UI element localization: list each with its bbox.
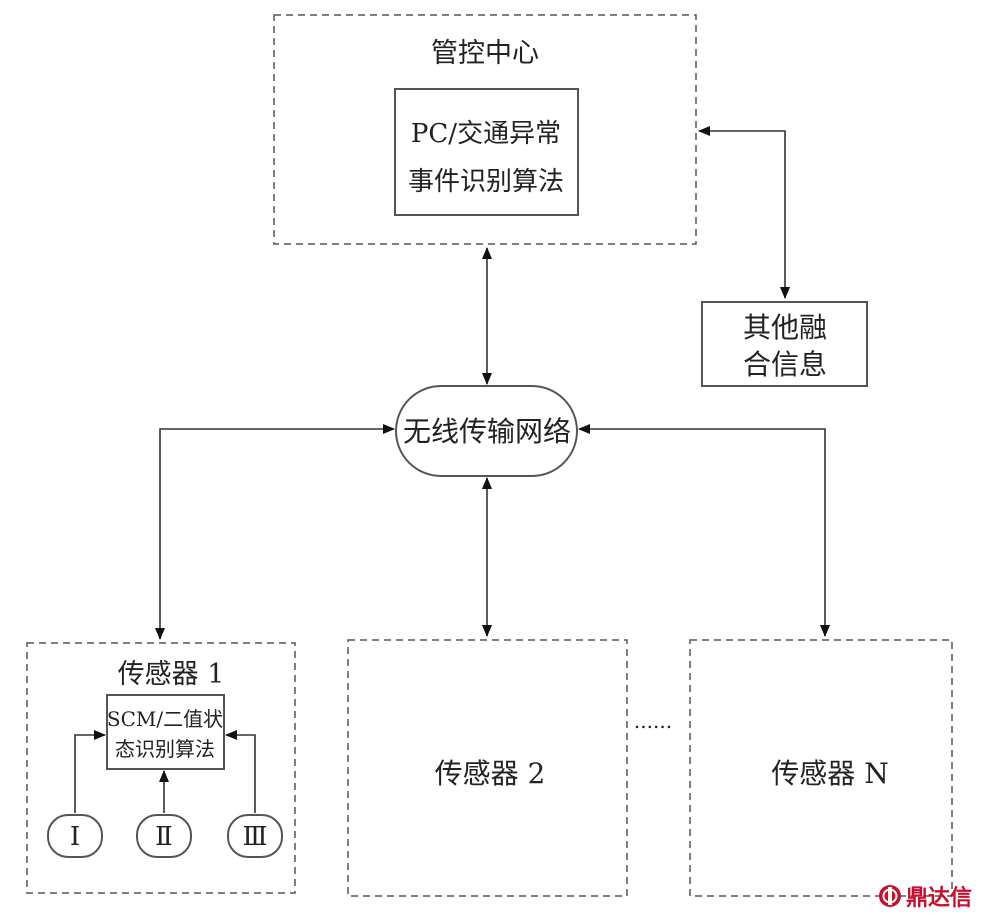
pc-algorithm-label-line2: 事件识别算法 [408,167,564,197]
input-iii-link [225,730,256,813]
sensor-ellipsis: ...... [634,709,672,733]
wireless-network-node[interactable]: 无线传输网络 [395,385,578,477]
sensor-1-boundary [26,642,296,894]
scm-algorithm-label-line2: 态识别算法 [115,737,215,761]
input-i-link [74,730,106,813]
watermark: 鼎达信 [879,885,972,911]
fusion-info-box [701,301,868,387]
control-center-boundary [273,14,697,245]
ddx-logo-icon [879,885,901,907]
scm-algorithm-box[interactable] [106,694,225,770]
sensor-2-node[interactable]: 传感器 2 [347,639,628,897]
wireless-network-label: 无线传输网络 [403,415,571,448]
sensor-1-node[interactable]: 传感器 1 SCM/二值状 态识别算法 Ⅰ Ⅱ Ⅲ [26,642,296,894]
sensor-2-boundary [347,639,628,897]
control-center-title: 管控中心 [431,38,539,69]
scm-algorithm-label-line1: SCM/二值状 [107,707,223,731]
wireless-network-pill [395,385,578,477]
pc-algorithm-label-line1: PC/交通异常 [411,119,561,149]
watermark-text: 鼎达信 [906,885,972,911]
pc-algorithm-box[interactable] [394,88,579,216]
fusion-info-label-line2: 合信息 [743,348,827,381]
sensor-1-title: 传感器 1 [118,659,225,690]
input-ii-terminal[interactable] [136,814,192,858]
input-ii-label: Ⅱ [155,822,173,852]
sensor-2-title: 传感器 2 [435,757,546,790]
sensor-n-boundary [689,639,953,897]
network-sensor-1-link [155,424,395,640]
input-i-label: Ⅰ [70,822,80,852]
network-sensor-n-link [578,424,830,637]
fusion-info-label-line1: 其他融 [743,311,827,344]
control-fusion-link [698,126,790,299]
fusion-info-node[interactable]: 其他融 合信息 [701,301,868,387]
input-iii-label: Ⅲ [242,822,267,852]
input-iii-terminal[interactable] [227,814,283,858]
control-center-node[interactable]: 管控中心 PC/交通异常 事件识别算法 [273,14,697,245]
input-i-terminal[interactable] [47,814,103,858]
sensor-n-node[interactable]: 传感器 N [689,639,953,897]
sensor-n-title: 传感器 N [771,757,888,790]
